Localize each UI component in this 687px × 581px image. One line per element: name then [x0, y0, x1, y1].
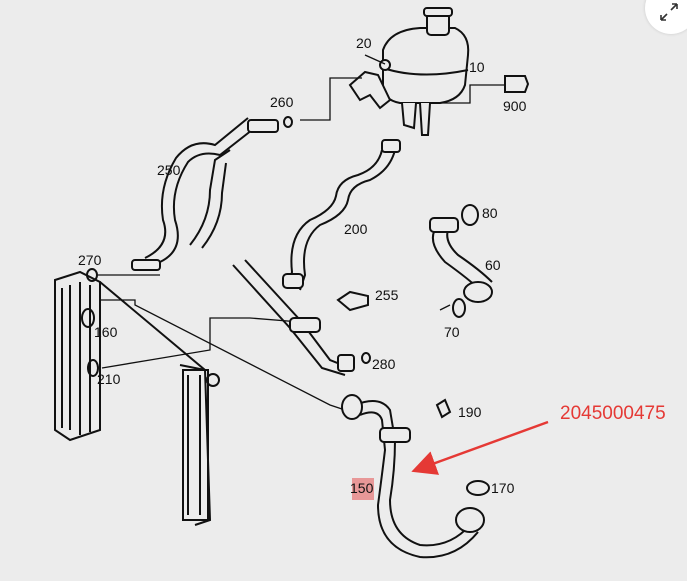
- hose-200: [282, 139, 401, 291]
- pipe-280: [232, 259, 355, 376]
- label-150: 150: [350, 480, 374, 496]
- label-280: 280: [372, 356, 396, 372]
- hose-250: [131, 117, 279, 271]
- label-900: 900: [503, 98, 527, 114]
- part-number-label: 2045000475: [560, 403, 666, 424]
- label-20: 20: [356, 35, 372, 51]
- label-270: 270: [78, 252, 102, 268]
- label-70: 70: [444, 324, 460, 340]
- label-10: 10: [469, 59, 485, 75]
- label-200: 200: [344, 221, 368, 237]
- label-170: 170: [491, 480, 515, 496]
- sensor-900: [504, 75, 530, 93]
- highlight-150: [352, 478, 374, 500]
- leader-lines: [97, 54, 505, 411]
- label-250: 250: [157, 162, 181, 178]
- label-160: 160: [94, 324, 118, 340]
- sensor-255: [336, 290, 369, 312]
- label-260: 260: [270, 94, 294, 110]
- expansion-tank: [348, 7, 470, 136]
- label-80: 80: [482, 205, 498, 221]
- hose-150: [341, 394, 485, 559]
- clips-rings: [81, 116, 490, 496]
- hose-60: [429, 217, 493, 303]
- label-210: 210: [97, 371, 121, 387]
- label-255: 255: [375, 287, 399, 303]
- radiator: [54, 270, 220, 526]
- expand-arrows-icon: [660, 3, 678, 21]
- part-arrow: [411, 420, 549, 475]
- label-190: 190: [458, 404, 482, 420]
- label-60: 60: [485, 257, 501, 273]
